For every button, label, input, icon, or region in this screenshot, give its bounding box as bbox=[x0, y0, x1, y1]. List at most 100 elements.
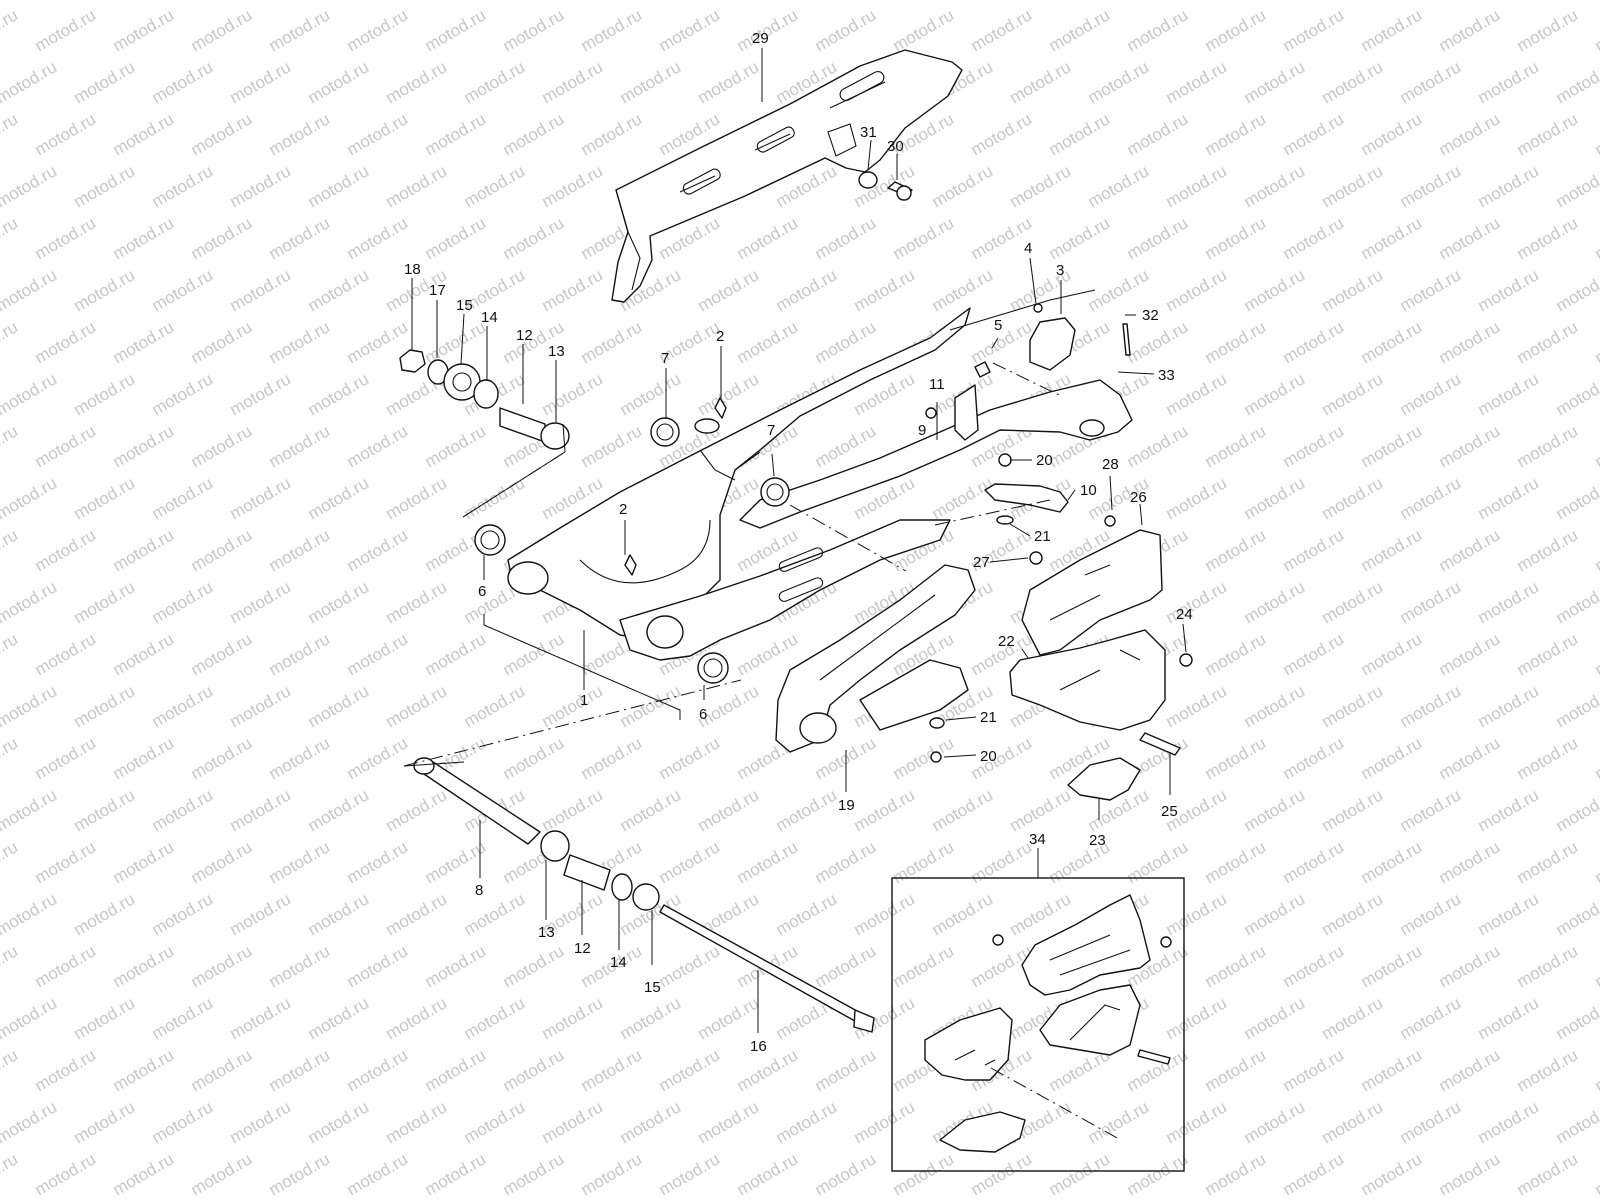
watermark-text: motod.ru bbox=[812, 1045, 880, 1095]
watermark-text: motod.ru bbox=[812, 317, 880, 367]
watermark-text: motod.ru bbox=[0, 733, 21, 783]
watermark-text: motod.ru bbox=[1397, 1097, 1465, 1147]
watermark-text: motod.ru bbox=[1358, 837, 1426, 887]
watermark-text: motod.ru bbox=[110, 1149, 178, 1199]
watermark-text: motod.ru bbox=[1280, 317, 1348, 367]
watermark-text: motod.ru bbox=[266, 1045, 334, 1095]
watermark-text: motod.ru bbox=[578, 733, 646, 783]
watermark-text: motod.ru bbox=[266, 525, 334, 575]
watermark-text: motod.ru bbox=[266, 1149, 334, 1199]
watermark-text: motod.ru bbox=[0, 941, 21, 991]
watermark-text: motod.ru bbox=[1592, 525, 1600, 575]
watermark-text: motod.ru bbox=[1202, 5, 1270, 55]
watermark-text: motod.ru bbox=[1241, 161, 1309, 211]
callout-8: 8 bbox=[475, 882, 483, 899]
callout-6-left: 6 bbox=[478, 583, 486, 600]
swingarm-part bbox=[507, 289, 1133, 661]
watermark-text: motod.ru bbox=[1397, 161, 1465, 211]
watermark-text: motod.ru bbox=[1046, 109, 1114, 159]
watermark-text: motod.ru bbox=[1280, 421, 1348, 471]
chain-buffer-19-part bbox=[775, 564, 976, 753]
watermark-text: motod.ru bbox=[305, 1097, 373, 1147]
watermark-text: motod.ru bbox=[461, 473, 529, 523]
watermark-text: motod.ru bbox=[1436, 1045, 1504, 1095]
watermark-text: motod.ru bbox=[32, 941, 100, 991]
watermark-text: motod.ru bbox=[1592, 317, 1600, 367]
watermark-text: motod.ru bbox=[812, 941, 880, 991]
watermark-text: motod.ru bbox=[1163, 57, 1231, 107]
watermark-text: motod.ru bbox=[71, 577, 139, 627]
watermark-text: motod.ru bbox=[461, 57, 529, 107]
watermark-text: motod.ru bbox=[1397, 993, 1465, 1043]
watermark-text: motod.ru bbox=[1280, 213, 1348, 263]
detail-34-parts bbox=[924, 894, 1172, 1153]
callout-3: 3 bbox=[1056, 262, 1064, 279]
watermark-text: motod.ru bbox=[1124, 421, 1192, 471]
watermark-text: motod.ru bbox=[734, 213, 802, 263]
chain-guide-22-part bbox=[1009, 629, 1166, 731]
watermark-text: motod.ru bbox=[110, 629, 178, 679]
watermark-text: motod.ru bbox=[1475, 265, 1543, 315]
watermark-text: motod.ru bbox=[0, 993, 60, 1043]
watermark-text: motod.ru bbox=[1319, 785, 1387, 835]
watermark-text: motod.ru bbox=[1514, 629, 1582, 679]
watermark-text: motod.ru bbox=[344, 1149, 412, 1199]
watermark-text: motod.ru bbox=[422, 109, 490, 159]
watermark-text: motod.ru bbox=[1202, 1045, 1270, 1095]
watermark-text: motod.ru bbox=[1358, 1045, 1426, 1095]
watermark-text: motod.ru bbox=[110, 941, 178, 991]
watermark-text: motod.ru bbox=[1397, 369, 1465, 419]
watermark-text: motod.ru bbox=[1436, 317, 1504, 367]
watermark-text: motod.ru bbox=[968, 733, 1036, 783]
watermark-text: motod.ru bbox=[1280, 837, 1348, 887]
watermark-text: motod.ru bbox=[578, 1149, 646, 1199]
watermark-text: motod.ru bbox=[1319, 265, 1387, 315]
watermark-text: motod.ru bbox=[1397, 889, 1465, 939]
chain-guide-cover-23-part bbox=[1067, 757, 1141, 801]
watermark-text: motod.ru bbox=[110, 525, 178, 575]
watermark-text: motod.ru bbox=[617, 369, 685, 419]
watermark-text: motod.ru bbox=[773, 889, 841, 939]
watermark-text: motod.ru bbox=[71, 57, 139, 107]
watermark-text: motod.ru bbox=[383, 889, 451, 939]
watermark-text: motod.ru bbox=[1163, 265, 1231, 315]
watermark-text: motod.ru bbox=[383, 1097, 451, 1147]
watermark-text: motod.ru bbox=[71, 785, 139, 835]
watermark-text: motod.ru bbox=[461, 889, 529, 939]
watermark-text: motod.ru bbox=[227, 577, 295, 627]
bolt-30-part bbox=[858, 171, 913, 201]
watermark-text: motod.ru bbox=[305, 889, 373, 939]
callout-15-lower: 15 bbox=[644, 979, 661, 996]
bearing-6-part bbox=[474, 524, 729, 684]
watermark-text: motod.ru bbox=[617, 681, 685, 731]
watermark-text: motod.ru bbox=[617, 785, 685, 835]
watermark-text: motod.ru bbox=[305, 993, 373, 1043]
watermark-text: motod.ru bbox=[617, 57, 685, 107]
watermark-text: motod.ru bbox=[266, 837, 334, 887]
watermark-text: motod.ru bbox=[1592, 213, 1600, 263]
watermark-text: motod.ru bbox=[1397, 265, 1465, 315]
watermark-text: motod.ru bbox=[188, 733, 256, 783]
watermark-text: motod.ru bbox=[539, 369, 607, 419]
watermark-text: motod.ru bbox=[0, 681, 60, 731]
watermark-text: motod.ru bbox=[71, 161, 139, 211]
watermark-text: motod.ru bbox=[968, 109, 1036, 159]
watermark-text: motod.ru bbox=[383, 577, 451, 627]
watermark-text: motod.ru bbox=[71, 889, 139, 939]
watermark-text: motod.ru bbox=[461, 161, 529, 211]
watermark-text: motod.ru bbox=[1514, 109, 1582, 159]
watermark-text: motod.ru bbox=[227, 1097, 295, 1147]
watermark-text: motod.ru bbox=[0, 837, 21, 887]
watermark-text: motod.ru bbox=[1514, 421, 1582, 471]
watermark-text: motod.ru bbox=[1280, 1045, 1348, 1095]
leader-lines bbox=[411, 48, 1187, 1033]
watermark-text: motod.ru bbox=[1436, 109, 1504, 159]
watermark-text: motod.ru bbox=[1397, 577, 1465, 627]
watermark-text: motod.ru bbox=[149, 161, 217, 211]
watermark-text: motod.ru bbox=[0, 57, 60, 107]
watermark-text: motod.ru bbox=[1163, 1097, 1231, 1147]
watermark-text: motod.ru bbox=[0, 5, 21, 55]
callout-7-left: 7 bbox=[661, 350, 669, 367]
watermark-text: motod.ru bbox=[734, 1045, 802, 1095]
